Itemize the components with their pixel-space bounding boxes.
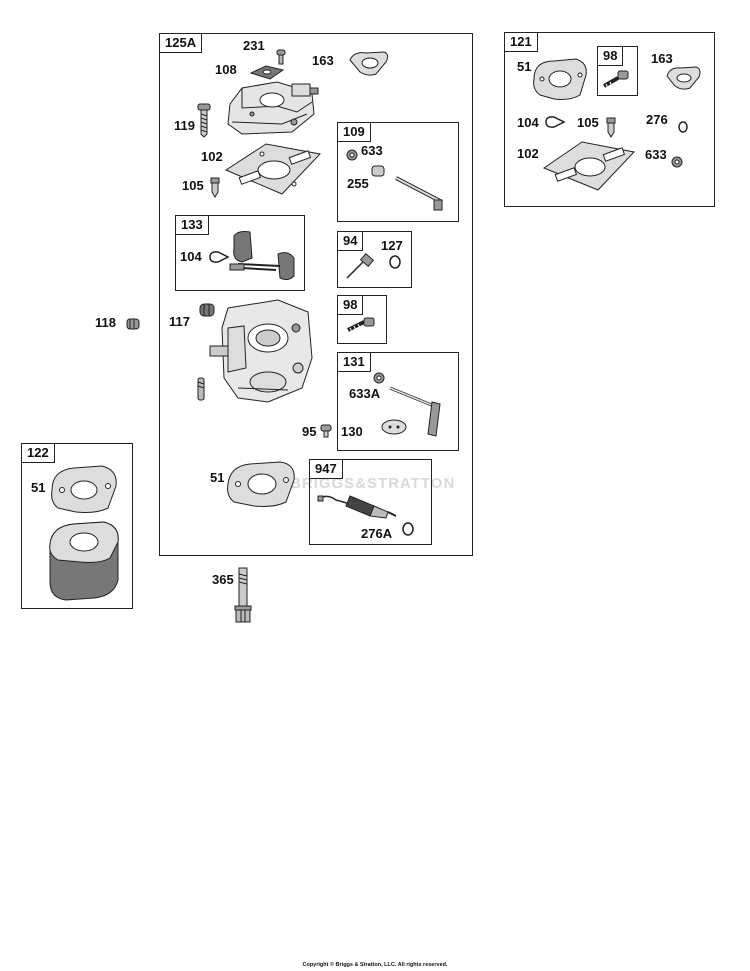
kit-box-121: 121: [504, 32, 715, 207]
label-51-kit122: 51: [31, 480, 46, 495]
float-133-drawing: [229, 231, 295, 281]
solenoid-947-drawing: [317, 495, 397, 519]
kit-label-94: 94: [337, 231, 364, 251]
kit-label-125a: 125A: [159, 33, 203, 53]
pin-drawing: [197, 377, 205, 401]
label-108: 108: [215, 62, 237, 77]
label-104: 104: [180, 249, 202, 264]
screw-231-drawing: [276, 49, 286, 65]
oring-276-drawing: [678, 121, 688, 133]
label-633-kit121: 633: [645, 147, 667, 162]
kit-label-122: 122: [21, 443, 55, 463]
kit-box-98: 98: [337, 295, 387, 344]
gasket-163-kit121-drawing: [666, 66, 701, 90]
copyright-text: Copyright © Briggs & Stratton, LLC. All …: [302, 962, 448, 968]
needle-94-drawing: [346, 253, 375, 279]
gasket-102-drawing: [224, 143, 321, 195]
label-163: 163: [312, 53, 334, 68]
kit-label-98: 98: [337, 295, 364, 315]
kit-label-133: 133: [175, 215, 209, 235]
washer-633-kit121-drawing: [671, 156, 683, 168]
label-130: 130: [341, 424, 363, 439]
kit-box-133: 133: [175, 215, 305, 291]
screw-98-kit121-drawing: [603, 70, 629, 89]
choke-shaft-drawing: [389, 386, 441, 437]
oring-276a-drawing: [402, 522, 414, 536]
clip-104-kit121-drawing: [545, 116, 566, 128]
washer-633-drawing: [346, 149, 358, 161]
kit-box-109: 109: [337, 122, 459, 222]
label-51-kit121: 51: [517, 59, 532, 74]
label-104-kit121: 104: [517, 115, 539, 130]
kit-box-131: 131: [337, 352, 459, 451]
label-117: 117: [169, 314, 190, 329]
kit-label-131: 131: [337, 352, 371, 372]
label-276a: 276A: [361, 526, 393, 541]
screw-98-drawing: [347, 317, 375, 333]
kit-label-947: 947: [309, 459, 343, 479]
label-102: 102: [201, 149, 223, 164]
label-231: 231: [243, 38, 265, 53]
kit-box-122: 122: [21, 443, 133, 609]
label-365: 365: [212, 572, 234, 587]
gasket-51-kit121-drawing: [533, 58, 587, 100]
brand-watermark: BRIGGS&STRATTON: [290, 475, 456, 492]
label-118: 118: [95, 315, 116, 330]
float-clip-104-drawing: [209, 251, 230, 263]
gasket-108-drawing: [249, 65, 285, 80]
plug-118-drawing: [126, 318, 140, 330]
label-127: 127: [381, 238, 403, 253]
throttle-shaft-255-drawing: [371, 165, 443, 211]
label-255: 255: [347, 176, 369, 191]
label-102-kit121: 102: [517, 146, 539, 161]
gasket-163-drawing: [349, 51, 389, 76]
gasket-51-kit122-drawing: [51, 465, 117, 513]
bolt-365-drawing: [234, 567, 252, 623]
kit-label-121: 121: [504, 32, 538, 52]
choke-plate-130-drawing: [381, 419, 407, 435]
label-276: 276: [646, 112, 668, 127]
label-105: 105: [182, 178, 204, 193]
screw-119-drawing: [197, 103, 211, 138]
label-51: 51: [210, 470, 225, 485]
spacer-122-drawing: [49, 521, 119, 601]
gasket-102-kit121-drawing: [542, 141, 635, 191]
carburetor-upper-body-drawing: [227, 81, 319, 135]
label-163-kit121: 163: [651, 51, 673, 66]
gasket-51-drawing: [227, 461, 295, 507]
label-119: 119: [174, 118, 195, 133]
carburetor-lower-body-drawing: [209, 299, 313, 403]
kit-box-98-inner: 98: [597, 46, 638, 96]
kit-label-109: 109: [337, 122, 371, 142]
fitting-117-drawing: [199, 303, 215, 317]
kit-box-94: 94: [337, 231, 412, 288]
label-95: 95: [302, 424, 317, 439]
ring-127-drawing: [389, 255, 401, 269]
screw-95-drawing: [320, 424, 332, 438]
kit-box-947: 947: [309, 459, 432, 545]
jet-105-kit121-drawing: [606, 117, 616, 138]
kit-box-125a: 125A: [159, 33, 473, 556]
label-633a: 633A: [349, 386, 381, 401]
kit-label-98-inner: 98: [597, 46, 624, 66]
label-633: 633: [361, 143, 383, 158]
jet-105-drawing: [210, 177, 220, 198]
label-105-kit121: 105: [577, 115, 599, 130]
washer-633a-drawing: [373, 372, 385, 384]
